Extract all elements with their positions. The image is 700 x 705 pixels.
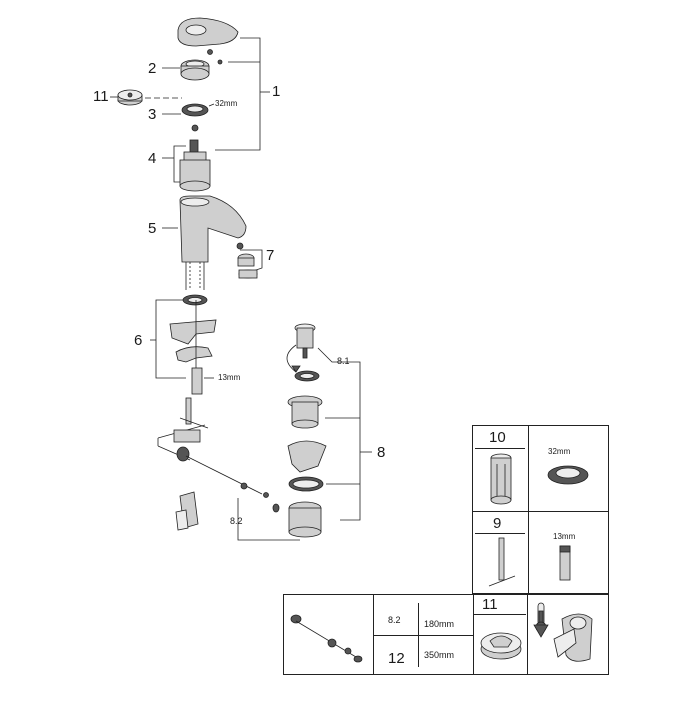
nut-part-3 — [162, 103, 215, 132]
ring-part-2 — [162, 59, 210, 81]
table-12-length: 350mm — [424, 650, 455, 660]
cap-part-11 — [110, 89, 182, 106]
table-divider-2 — [473, 595, 474, 674]
faucet-body-part-5 — [162, 195, 247, 290]
leader-1 — [215, 37, 270, 151]
lift-rod-assembly — [157, 397, 300, 541]
callout-2: 2 — [148, 60, 157, 77]
rod-length-table: 8.2 180mm 12 350mm 11 — [283, 594, 609, 675]
table-part-10-underline — [475, 448, 525, 449]
callout-3: 3 — [148, 106, 157, 123]
handle-part — [177, 17, 239, 65]
dimension-13mm: 13mm — [218, 373, 241, 382]
table-12-number: 12 — [388, 650, 405, 667]
drain-assembly-part-8 — [286, 323, 372, 538]
callout-11: 11 — [93, 88, 109, 105]
tool-10-icon — [490, 453, 512, 505]
dimension-32mm: 32mm — [215, 99, 238, 108]
table-divider-vertical — [528, 426, 529, 593]
table-part-10-number: 10 — [489, 429, 506, 446]
callout-4: 4 — [148, 150, 157, 167]
table-divider-1 — [373, 595, 374, 674]
temperature-handle-icon — [533, 602, 593, 662]
callout-7: 7 — [266, 247, 275, 264]
table-divider-3 — [527, 595, 528, 674]
table-divider-inner — [418, 603, 419, 667]
callout-1: 1 — [272, 83, 281, 100]
tool-9-icon — [488, 537, 516, 587]
mounting-set-part-6 — [150, 294, 217, 395]
callout-8-2: 8.2 — [230, 516, 243, 526]
table-part-9-underline — [475, 533, 525, 534]
aerator-part-7 — [236, 242, 263, 279]
table-divider-horizontal — [473, 511, 608, 512]
table-8-2-length: 180mm — [424, 619, 455, 629]
cartridge-part-4 — [162, 139, 211, 192]
spare-parts-table: 10 32mm 9 13mm — [472, 425, 609, 594]
table-11-number: 11 — [482, 596, 498, 613]
table-part-9-size: 13mm — [553, 532, 576, 541]
table-11-underline — [474, 614, 526, 615]
table-divider-row — [373, 635, 473, 636]
callout-6: 6 — [134, 332, 143, 349]
table-8-2-number: 8.2 — [388, 615, 401, 625]
lift-rod-icon — [290, 614, 363, 663]
callout-8-1: 8.1 — [337, 356, 350, 366]
table-part-9-number: 9 — [493, 515, 502, 532]
table-part-10-size: 32mm — [548, 447, 571, 456]
callout-5: 5 — [148, 220, 157, 237]
nut-32mm-icon — [547, 465, 589, 485]
sleeve-13mm-icon — [559, 545, 571, 581]
cap-11-icon — [480, 632, 522, 660]
callout-8: 8 — [377, 444, 386, 461]
